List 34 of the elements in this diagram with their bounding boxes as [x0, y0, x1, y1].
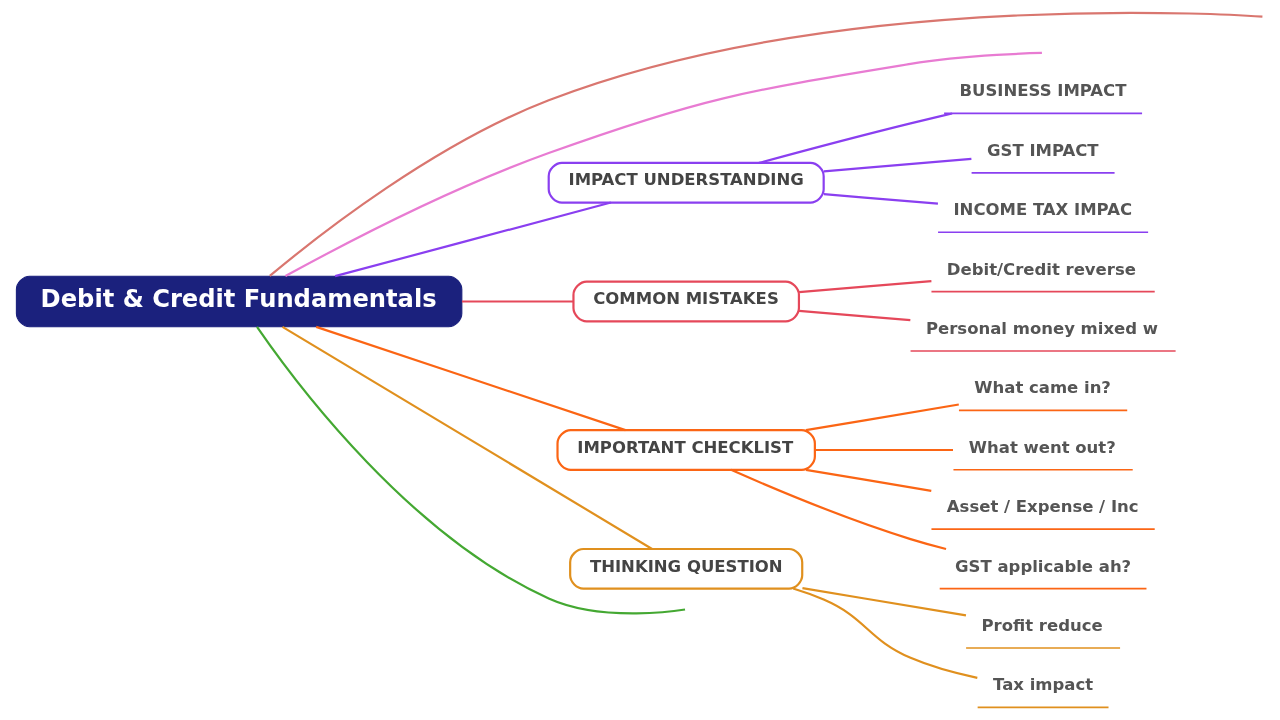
node-text: GST applicable ah?	[955, 556, 1132, 576]
connector	[815, 448, 953, 452]
connector	[823, 193, 939, 205]
connector	[730, 468, 947, 550]
connector	[802, 586, 967, 617]
connector	[798, 309, 911, 322]
connector	[805, 468, 932, 492]
node-text: BUSINESS IMPACT	[959, 81, 1127, 101]
node-text: GST IMPACT	[986, 140, 1099, 160]
node-text: Profit reduce	[981, 615, 1103, 635]
node-text: What went out?	[968, 437, 1116, 457]
connector	[256, 326, 686, 615]
connector	[269, 11, 1263, 277]
node-box: COMMON MISTAKES	[572, 280, 800, 323]
connector	[792, 587, 978, 679]
node-box: IMPORTANT CHECKLIST	[556, 429, 816, 471]
node-box: THINKING QUESTION	[569, 547, 804, 590]
connector	[798, 280, 932, 294]
node-text: Tax impact	[993, 675, 1094, 695]
connector	[281, 325, 653, 550]
connector	[334, 201, 612, 278]
node-text: Asset / Expense / Inc	[946, 497, 1139, 517]
node-text: INCOME TAX IMPAC	[953, 200, 1133, 220]
node-box: IMPACT UNDERSTANDING	[547, 161, 825, 204]
connector	[805, 403, 959, 432]
node-text: Debit/Credit reverse	[946, 259, 1136, 279]
connector	[284, 51, 1042, 278]
connector	[462, 300, 574, 303]
connector	[823, 157, 972, 173]
node-text: What came in?	[974, 378, 1111, 398]
node-text: Personal money mixed w	[925, 318, 1159, 338]
node-box: Debit & Credit Fundamentals	[15, 275, 463, 328]
connector	[758, 112, 953, 164]
connector	[315, 325, 626, 432]
